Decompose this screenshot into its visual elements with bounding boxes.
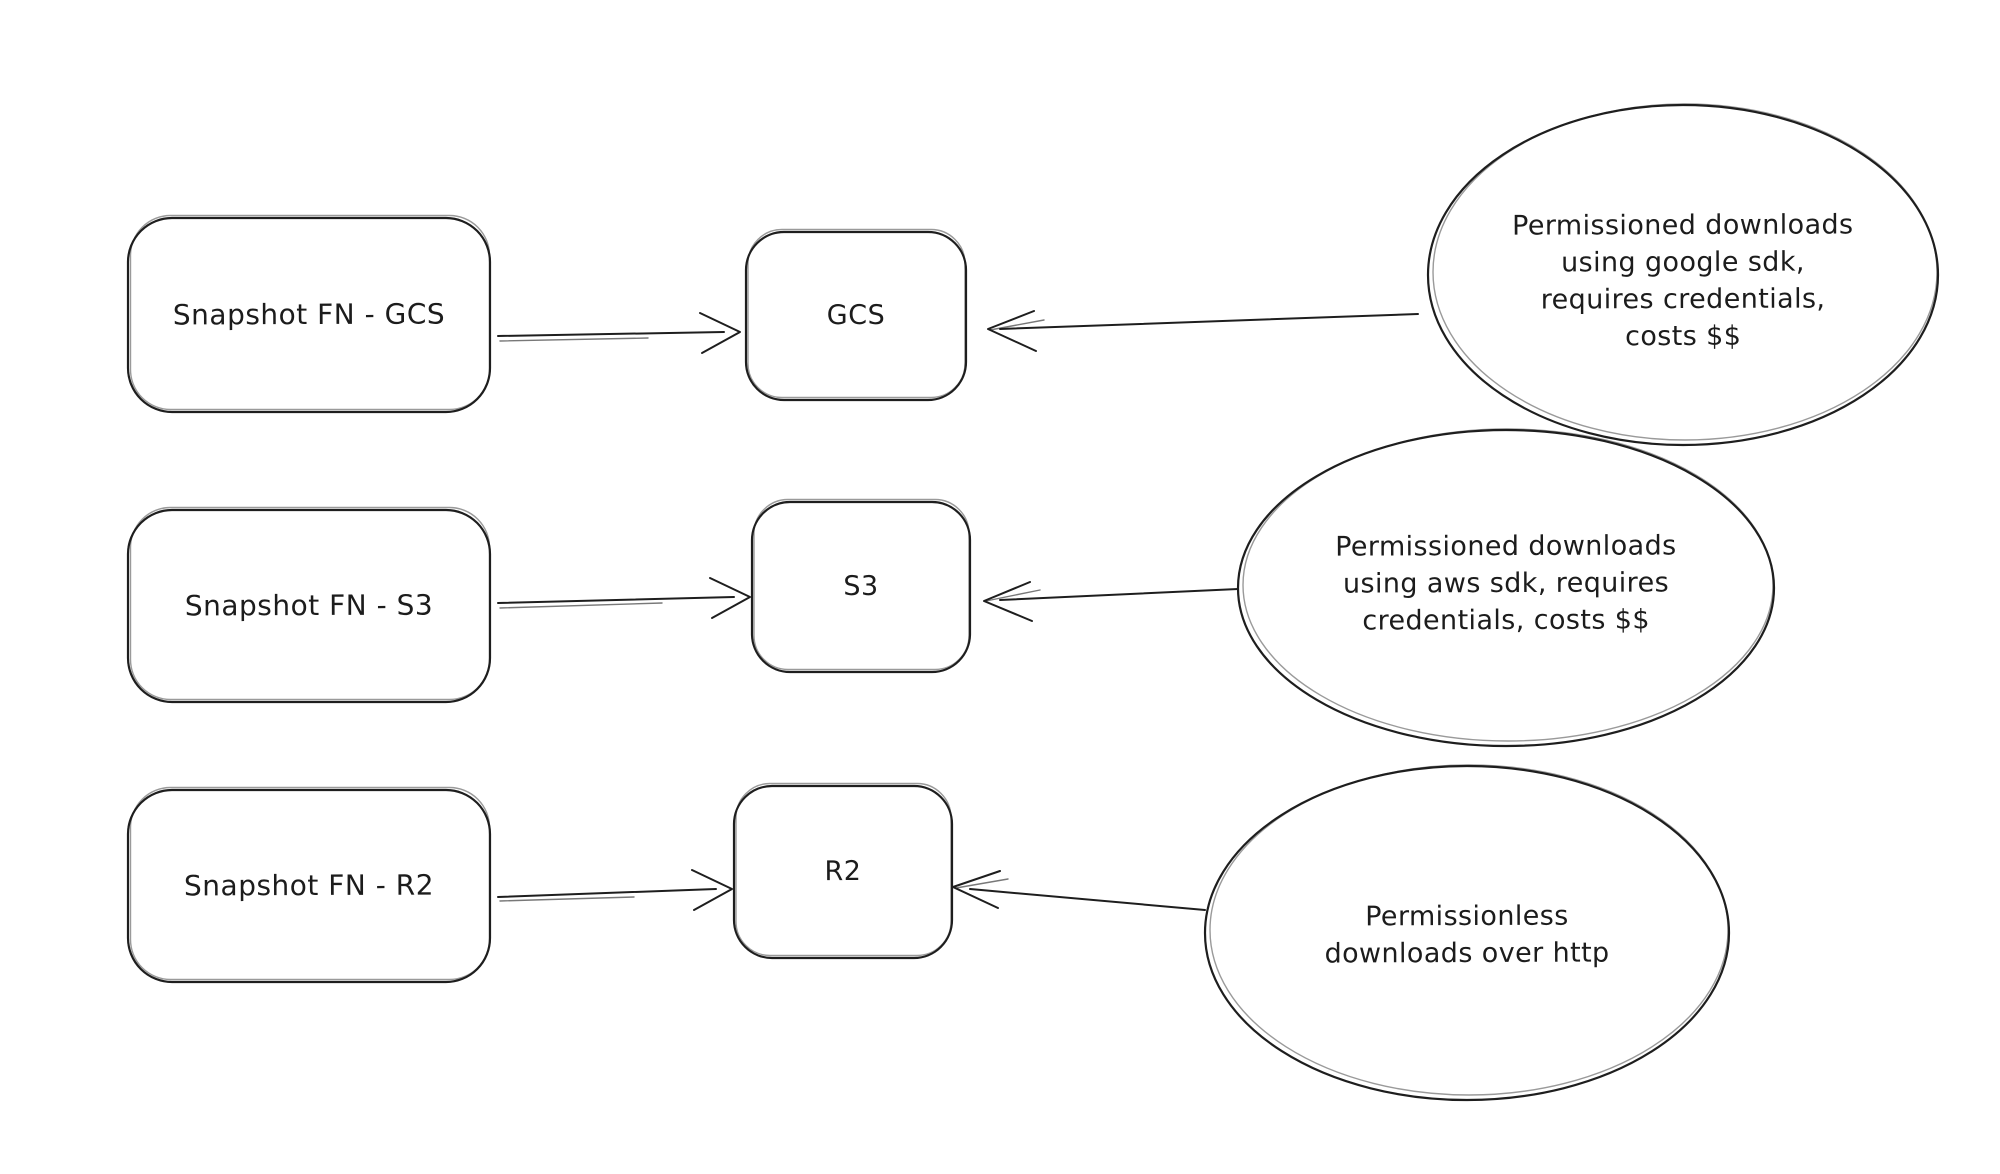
arrow-snapshot-gcs-to-gcs-sketch xyxy=(499,337,649,342)
arrow-note-s3-head-sketch xyxy=(985,589,1041,602)
arrow-note-r2-head-sketch xyxy=(955,878,1009,889)
s3-label: S3 xyxy=(843,570,879,603)
r2-box-sketch-twin xyxy=(735,782,952,957)
s3-box-sketch-twin xyxy=(753,498,970,671)
arrow-note-s3-head xyxy=(983,581,1033,622)
snapshot-fn-gcs-label: Snapshot FN - GCS xyxy=(172,297,446,332)
snapshot-fn-s3-box-sketch-twin xyxy=(129,506,491,701)
note-s3-line-3: credentials, costs $$ xyxy=(1362,603,1650,637)
note-s3-line-2: using aws sdk, requires xyxy=(1342,566,1670,600)
snapshot-fn-gcs-box xyxy=(126,216,492,414)
snapshot-fn-gcs-box-sketch-twin xyxy=(129,214,491,411)
arrow-snapshot-s3-to-s3-head xyxy=(709,577,751,619)
gcs-box xyxy=(744,230,968,402)
gcs-box-sketch-twin xyxy=(747,228,966,399)
note-ellipse-gcs-sketch-twin xyxy=(1432,103,1938,441)
arrow-snapshot-r2-to-r2-head xyxy=(691,869,733,911)
snapshot-fn-s3-label: Snapshot FN - S3 xyxy=(184,588,434,623)
snapshot-fn-r2-box-sketch-twin xyxy=(129,786,491,981)
note-gcs-line-4: costs $$ xyxy=(1625,320,1742,353)
arrow-snapshot-gcs-to-gcs-line xyxy=(497,331,725,337)
arrow-snapshot-r2-to-r2-line xyxy=(497,888,717,898)
r2-box xyxy=(732,784,954,960)
note-ellipse-r2 xyxy=(1203,764,1731,1102)
note-gcs-text: Permissioned downloads using google sdk,… xyxy=(1435,201,1932,361)
s3-box xyxy=(750,500,972,674)
arrow-note-gcs-head xyxy=(987,310,1037,352)
note-ellipse-r2-sketch-twin xyxy=(1209,764,1729,1096)
note-ellipse-s3 xyxy=(1236,428,1776,748)
note-ellipse-s3-sketch-twin xyxy=(1242,428,1774,742)
snapshot-fn-r2-label: Snapshot FN - R2 xyxy=(183,868,435,903)
arrow-snapshot-s3-to-s3-sketch xyxy=(499,602,663,609)
note-r2-line-2: downloads over http xyxy=(1324,937,1610,970)
arrow-note-gcs-line xyxy=(999,313,1419,330)
note-gcs-line-2: using google sdk, xyxy=(1561,246,1805,279)
arrow-note-r2-line xyxy=(969,888,1206,911)
snapshot-fn-r2-box xyxy=(126,788,492,984)
arrow-snapshot-gcs-to-gcs-head xyxy=(699,312,741,354)
note-s3-line-1: Permissioned downloads xyxy=(1335,529,1677,563)
arrow-note-r2-head xyxy=(952,870,1001,909)
note-s3-text: Permissioned downloads using aws sdk, re… xyxy=(1258,523,1754,643)
arrow-note-s3-line xyxy=(999,588,1239,601)
note-gcs-line-1: Permissioned downloads xyxy=(1512,209,1854,242)
note-r2-line-1: Permissionless xyxy=(1365,900,1569,933)
r2-label: R2 xyxy=(824,855,862,888)
note-gcs-line-3: requires credentials, xyxy=(1540,283,1826,316)
arrow-snapshot-r2-to-r2-sketch xyxy=(499,896,635,902)
arrow-snapshot-s3-to-s3-line xyxy=(497,596,735,604)
note-r2-text: Permissionless downloads over http xyxy=(1219,895,1715,975)
note-ellipse-gcs xyxy=(1426,103,1940,447)
snapshot-fn-s3-box xyxy=(126,508,492,704)
gcs-label: GCS xyxy=(826,299,886,332)
arrow-note-gcs-head-sketch xyxy=(989,319,1045,331)
